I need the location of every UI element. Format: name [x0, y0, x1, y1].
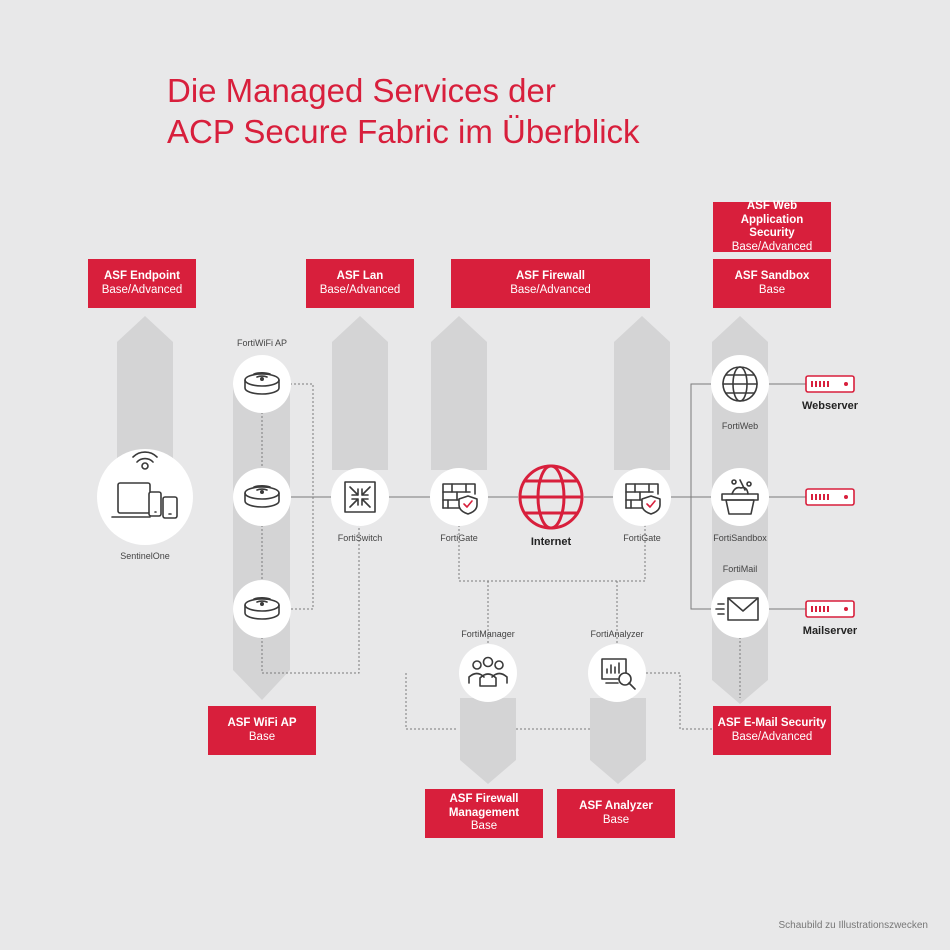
service-title: ASF E-Mail Security	[717, 717, 827, 729]
service-subtitle: Base	[602, 813, 630, 826]
service-title: ASF Analyzer	[579, 800, 653, 812]
band-fw-mgmt	[460, 698, 516, 784]
page-title: Die Managed Services der ACP Secure Fabr…	[167, 70, 640, 152]
service-box-webapp[interactable]: ASF Web Application Security Base/Advanc…	[713, 200, 831, 253]
service-box-wifi[interactable]: ASF WiFi AP Base	[208, 706, 316, 755]
band-lan	[332, 316, 388, 470]
fortiswitch-node[interactable]	[331, 468, 389, 526]
service-box-fw-mgmt[interactable]: ASF Firewall Management Base	[425, 789, 543, 838]
label-fortianalyzer: FortiAnalyzer	[590, 629, 644, 639]
fortigate-right-node[interactable]	[613, 468, 671, 526]
band-right-bottom	[712, 655, 768, 704]
service-subtitle: Base/Advanced	[319, 283, 401, 296]
service-box-email[interactable]: ASF E-Mail Security Base/Advanced	[713, 706, 831, 755]
label-sentinelone: SentinelOne	[120, 551, 170, 561]
fortimanager-node[interactable]	[459, 644, 517, 702]
label-fortimanager: FortiManager	[461, 629, 515, 639]
mail-icon	[715, 597, 759, 621]
service-title: ASF Firewall	[515, 270, 586, 282]
band-analyzer	[590, 698, 646, 784]
dotted-connectors	[261, 383, 741, 730]
service-title: ASF Firewall Management	[448, 793, 520, 819]
label-fortisandbox: FortiSandbox	[713, 533, 767, 543]
solid-connectors	[290, 383, 806, 610]
access-point-icon-1	[244, 371, 280, 395]
label-internet: Internet	[530, 536, 572, 548]
service-subtitle: Base	[248, 730, 276, 743]
webserver-icon[interactable]	[805, 375, 855, 393]
title-line-1: Die Managed Services der	[167, 72, 556, 109]
firewall-icon-right	[625, 483, 661, 515]
band-fw-left	[431, 316, 487, 470]
server-icons	[805, 375, 855, 618]
mailserver-icon[interactable]	[805, 600, 855, 618]
fortisandbox-node[interactable]	[711, 468, 769, 526]
service-subtitle: Base/Advanced	[731, 240, 813, 253]
service-box-firewall[interactable]: ASF Firewall Base/Advanced	[451, 259, 650, 308]
service-box-sandbox[interactable]: ASF Sandbox Base	[713, 259, 831, 308]
footnote: Schaubild zu Illustrationszwecken	[778, 920, 928, 931]
service-subtitle: Base	[470, 820, 498, 833]
service-subtitle: Base	[758, 283, 786, 296]
label-fortimail: FortiMail	[722, 564, 758, 574]
label-fortiswitch: FortiSwitch	[337, 533, 383, 543]
service-box-endpoint[interactable]: ASF Endpoint Base/Advanced	[88, 259, 196, 308]
service-subtitle: Base/Advanced	[731, 730, 813, 743]
internet-globe-icon[interactable]	[518, 464, 584, 530]
label-fortiweb: FortiWeb	[721, 421, 759, 431]
title-line-2: ACP Secure Fabric im Überblick	[167, 113, 640, 150]
band-fw-right	[614, 316, 670, 470]
devices-wifi-icon	[111, 451, 178, 519]
service-title: ASF WiFi AP	[227, 717, 297, 729]
sentinelone-node[interactable]	[97, 449, 193, 545]
access-point-icon-3	[244, 596, 280, 620]
label-webserver: Webserver	[801, 400, 859, 412]
access-point-icon-2	[244, 484, 280, 508]
service-subtitle: Base/Advanced	[510, 283, 591, 296]
service-title: ASF Sandbox	[734, 270, 810, 282]
service-title: ASF Endpoint	[103, 270, 180, 282]
label-fortigate-left: FortiGate	[440, 533, 478, 543]
bands	[117, 316, 768, 784]
sandbox-icon	[721, 479, 759, 515]
fortianalyzer-node[interactable]	[588, 644, 646, 702]
globe-icon	[722, 366, 758, 402]
fortiwifi-ap-node-2[interactable]	[233, 468, 291, 526]
service-box-lan[interactable]: ASF Lan Base/Advanced	[306, 259, 414, 308]
fortigate-left-node[interactable]	[430, 468, 488, 526]
band-endpoint	[117, 316, 173, 470]
fortiwifi-ap-node-1[interactable]	[233, 355, 291, 413]
sandbox-server-icon[interactable]	[805, 488, 855, 506]
label-fortiwifi-ap: FortiWiFi AP	[236, 338, 288, 348]
service-title: ASF Web Application Security	[740, 200, 804, 239]
team-icon	[468, 656, 508, 687]
switch-icon	[344, 481, 376, 513]
analytics-icon	[601, 658, 636, 690]
firewall-icon-left	[442, 483, 478, 515]
label-fortigate-right: FortiGate	[623, 533, 661, 543]
service-title: ASF Lan	[336, 270, 384, 282]
fortiwifi-ap-node-3[interactable]	[233, 580, 291, 638]
label-mailserver: Mailserver	[802, 625, 858, 637]
service-subtitle: Base/Advanced	[101, 283, 183, 296]
service-box-analyzer[interactable]: ASF Analyzer Base	[557, 789, 675, 838]
band-right-top	[712, 316, 768, 365]
